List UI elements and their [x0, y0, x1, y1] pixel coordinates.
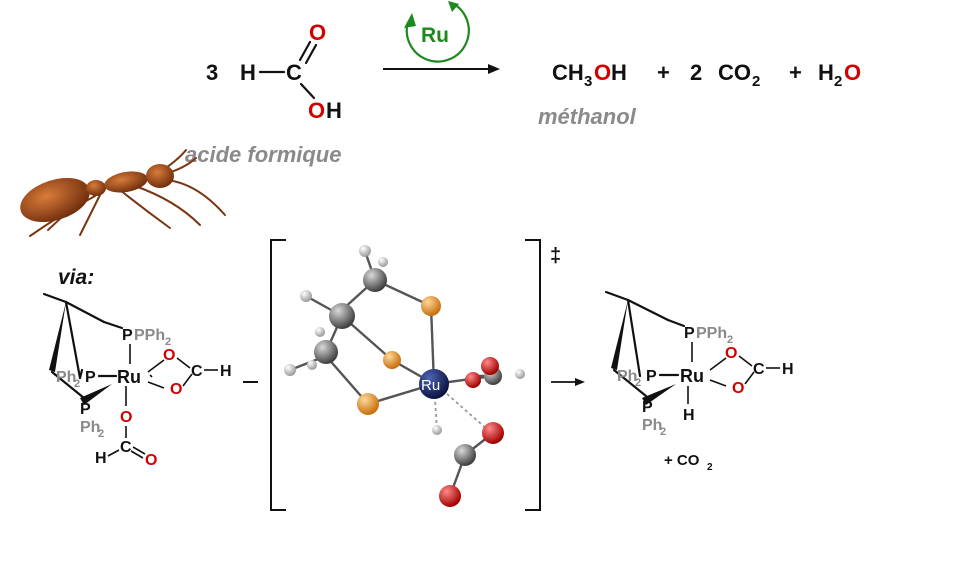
right-ru: Ru	[680, 366, 704, 386]
acid-name: acide formique	[185, 142, 341, 167]
co2-coefficient: 2	[690, 60, 702, 85]
mechanism-arrow	[551, 378, 585, 386]
left-ph2-bottom-sub: 2	[98, 428, 104, 440]
left-axial-o: O	[145, 452, 157, 469]
catalyst-label: Ru	[421, 24, 449, 47]
right-ph2-bottom-sub: 2	[660, 426, 666, 438]
byproduct-co2: + CO	[664, 452, 700, 469]
left-p-bottom: P	[80, 401, 91, 418]
byproduct-co2-sub: 2	[707, 462, 713, 473]
right-ph2p: Ph	[617, 368, 637, 385]
reaction-arrow	[383, 64, 500, 74]
right-formate-h: H	[782, 361, 794, 378]
co2-formula: CO	[718, 60, 751, 85]
right-p-top: P	[684, 325, 695, 342]
left-ru: Ru	[117, 367, 141, 387]
left-axial-h: H	[95, 450, 107, 467]
right-o-top: O	[725, 345, 737, 362]
left-formate-c: C	[191, 363, 203, 380]
left-p-left: P	[85, 369, 96, 386]
water-h: H	[818, 60, 834, 85]
left-pph-top-sub: 2	[165, 336, 171, 348]
methanol-ch: CH	[552, 60, 584, 85]
formic-acid: 3 H C O O H	[206, 20, 342, 123]
left-o-top: O	[163, 347, 175, 364]
methanol: CH 3 O H	[552, 60, 627, 90]
right-formate-c: C	[753, 361, 765, 378]
right-pph-top-sub: 2	[727, 334, 733, 346]
double-dagger: ‡	[550, 245, 561, 267]
right-hydride: H	[683, 407, 695, 424]
left-pph-top: PPh	[134, 327, 165, 344]
methanol-sub3: 3	[584, 73, 592, 90]
ts-ru-label: Ru	[421, 377, 440, 394]
right-p-bottom: P	[642, 399, 653, 416]
transition-state-model: Ru	[284, 245, 525, 507]
left-o-bot: O	[170, 381, 182, 398]
acid-h-atom: H	[240, 60, 256, 85]
left-o-axial: O	[120, 409, 132, 426]
left-complex: P PPh 2 Ph 2 P Ru P Ph 2 O O C H O C O H	[42, 292, 232, 469]
plus-sign-2: +	[789, 60, 802, 85]
right-ph2p-sub: 2	[635, 377, 641, 389]
right-ph2-bottom: Ph	[642, 417, 662, 434]
right-o-bot: O	[732, 380, 744, 397]
water-o: O	[844, 60, 861, 85]
left-ph2-bottom: Ph	[80, 419, 100, 436]
product-name: méthanol	[538, 104, 637, 129]
left-ph2p: Ph	[56, 369, 76, 386]
methanol-o: O	[594, 60, 611, 85]
right-complex: P PPh 2 Ph 2 P Ru P Ph 2 O O C H H	[604, 290, 794, 438]
co2-sub: 2	[752, 73, 760, 90]
right-p-left: P	[646, 368, 657, 385]
left-p-top: P	[122, 327, 133, 344]
acid-hydroxyl-h: H	[326, 98, 342, 123]
methanol-h: H	[611, 60, 627, 85]
transition-state-brackets	[270, 239, 541, 511]
left-axial-c: C	[120, 439, 132, 456]
water: H 2 O	[818, 60, 861, 90]
via-label: via:	[58, 266, 94, 289]
plus-sign-1: +	[657, 60, 670, 85]
catalytic-cycle-arrows: Ru	[404, 1, 470, 63]
left-ph2p-sub: 2	[74, 378, 80, 390]
ant-image	[20, 149, 226, 237]
water-sub: 2	[834, 73, 842, 90]
right-pph-top: PPh	[696, 325, 727, 342]
acid-carbonyl-o: O	[309, 20, 326, 45]
acid-c-atom: C	[286, 60, 302, 85]
acid-coefficient: 3	[206, 60, 218, 85]
carbon-dioxide: 2 CO 2	[690, 60, 760, 90]
acid-hydroxyl-o: O	[308, 98, 325, 123]
left-formate-h: H	[220, 363, 232, 380]
